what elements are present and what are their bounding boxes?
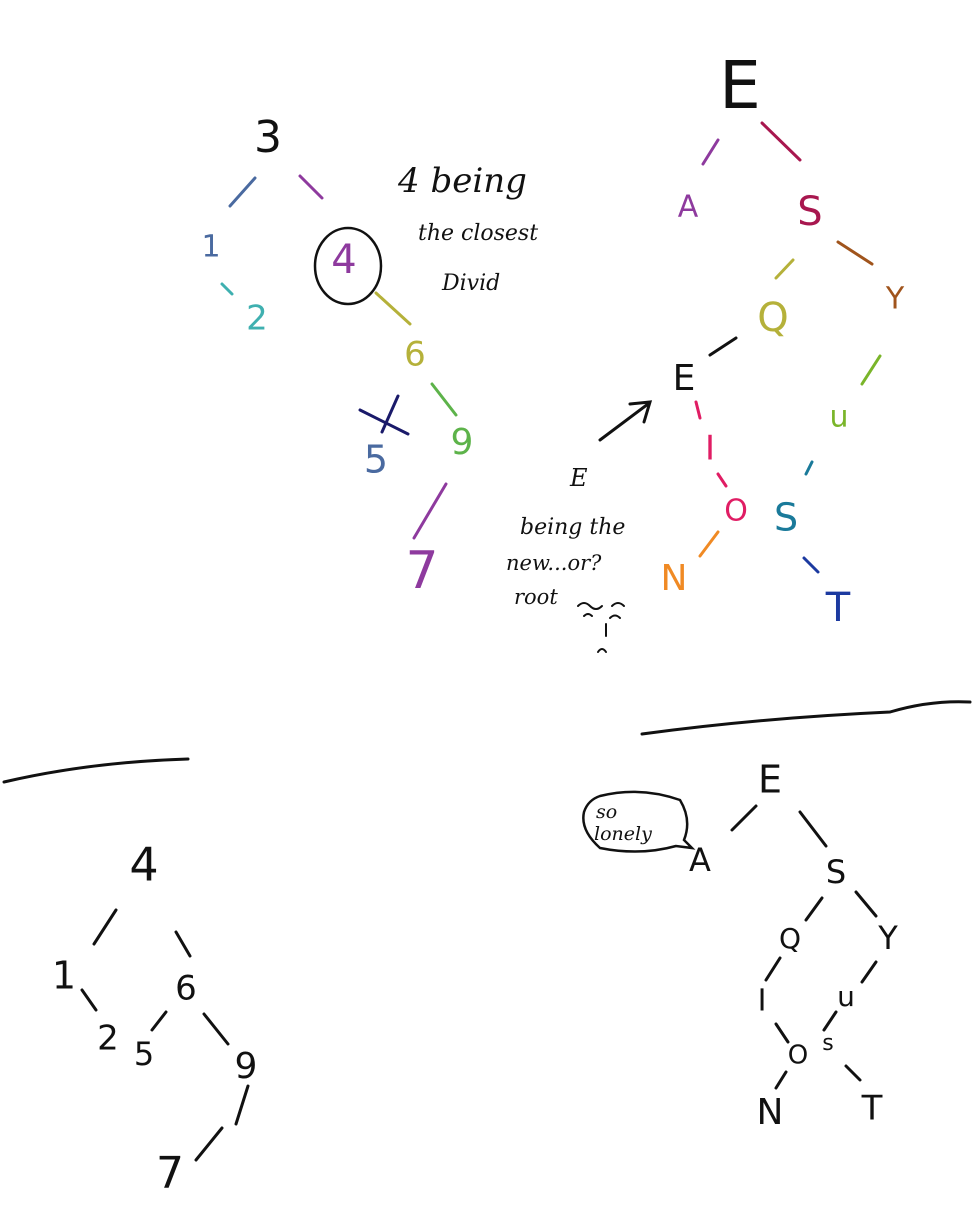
squiggle-marks (577, 602, 625, 653)
node-A: A (689, 841, 711, 879)
tree-d (582, 790, 878, 1090)
node-2: 2 (246, 299, 268, 339)
edge-6-9 (202, 1012, 230, 1046)
edge-Q-E (708, 336, 738, 357)
edge-1-2 (80, 988, 98, 1012)
node-S-lower: S (774, 496, 798, 540)
node-A: A (678, 190, 699, 225)
edge-Y-u (860, 960, 878, 984)
edge-Y-u (860, 354, 882, 386)
node-N: N (757, 1092, 784, 1133)
node-Y: Y (885, 282, 905, 317)
bubble-line: so (596, 801, 617, 823)
arrow-icon (598, 402, 650, 442)
node-2: 2 (97, 1019, 119, 1059)
edge-E-S (798, 810, 828, 848)
node-5: 5 (134, 1035, 154, 1073)
edge-9-7 (234, 1084, 250, 1126)
edge-O-N (698, 530, 720, 558)
node-4: 4 (331, 237, 356, 283)
node-9: 9 (451, 422, 474, 463)
node-3: 3 (254, 112, 282, 163)
note-line: the closest (418, 221, 538, 246)
node-N: N (661, 558, 688, 599)
edge-S-T (802, 556, 820, 574)
node-T: T (861, 1089, 883, 1129)
edge-Q-I (764, 956, 782, 982)
node-1: 1 (201, 230, 220, 265)
node-6: 6 (404, 335, 426, 375)
node-7: 7 (156, 1148, 184, 1199)
tree-c (80, 908, 250, 1162)
node-S: S (797, 189, 822, 235)
node-s: s (822, 1031, 833, 1056)
note-line: new...or? (506, 551, 602, 575)
node-I: I (758, 984, 767, 1019)
edge-S-Y (836, 240, 874, 266)
node-O: O (788, 1041, 808, 1071)
divider-left (2, 757, 190, 784)
node-E-root: E (719, 47, 761, 124)
cross-out-stroke (380, 394, 400, 434)
node-Q: Q (779, 922, 801, 955)
edge-u-s (822, 1010, 838, 1032)
highlight-circle (313, 226, 383, 306)
node-5: 5 (364, 438, 388, 482)
divider-right (640, 700, 972, 736)
node-Q: Q (757, 295, 788, 341)
edge-7-link (194, 1126, 224, 1162)
node-4: 4 (129, 838, 158, 892)
edge-6-9 (430, 382, 458, 417)
edge-4-1 (92, 908, 118, 946)
node-O: O (724, 494, 748, 529)
edge-9-7 (412, 482, 448, 540)
edge-4-6 (374, 291, 412, 326)
edge-S-Y (854, 890, 878, 918)
node-I: I (705, 429, 715, 469)
node-6: 6 (175, 969, 197, 1009)
tree-a (220, 174, 458, 540)
node-u: u (837, 980, 855, 1013)
edge-I-O (716, 472, 728, 488)
edge-u-S (804, 460, 814, 476)
note-line: Divid (441, 271, 500, 296)
node-9: 9 (235, 1046, 258, 1087)
edge-S-Q (804, 896, 824, 922)
node-Y: Y (877, 919, 898, 957)
edge-E-I (694, 400, 702, 420)
edge-E-A (701, 138, 720, 166)
node-E: E (758, 758, 782, 802)
node-T: T (825, 585, 851, 631)
edge-3-1 (228, 176, 257, 208)
arrow-head-icon (628, 400, 653, 424)
cross-out-stroke (358, 408, 410, 436)
bubble-line: lonely (594, 823, 652, 845)
node-S: S (826, 853, 846, 891)
note-line: being the (520, 515, 625, 540)
speech-bubble (582, 790, 696, 853)
edge-s-T (844, 1064, 862, 1082)
edge-I-O (774, 1022, 790, 1044)
node-7: 7 (405, 541, 438, 601)
edge-4-6 (174, 930, 192, 958)
note-line: root (514, 585, 558, 609)
edge-1-2 (220, 282, 234, 296)
node-1: 1 (52, 954, 76, 998)
edge-6-5 (150, 1010, 168, 1032)
note-line: E (569, 464, 588, 492)
tree-b (577, 121, 882, 653)
edge-O-N (774, 1070, 788, 1090)
edge-E-S (760, 121, 802, 162)
node-u: u (829, 400, 848, 435)
note-line: 4 being (397, 161, 527, 201)
edge-E-A (730, 804, 758, 832)
edge-S-Q (774, 258, 795, 280)
node-E-new: E (673, 358, 696, 399)
edge-3-4 (298, 174, 324, 200)
